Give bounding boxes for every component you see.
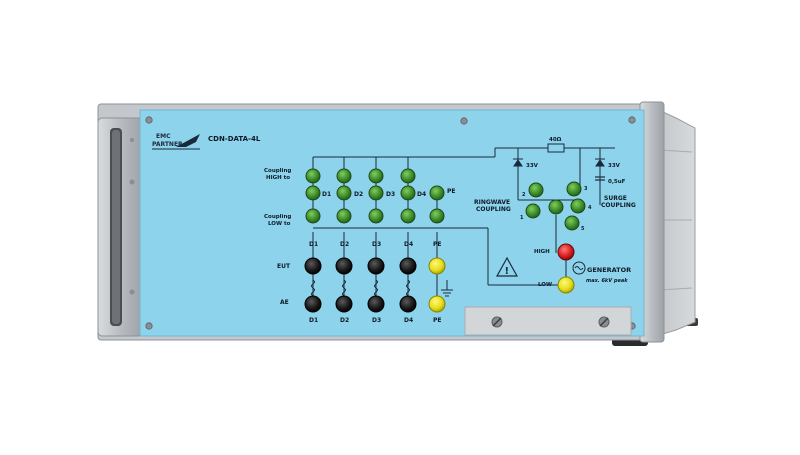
line-label-d1-top: D1 [309,241,318,248]
surge-label-1: SURGE [604,195,627,202]
knob-left[interactable] [491,316,503,328]
coupling-low-label-1: Coupling [264,214,291,220]
inductors [311,279,410,297]
tvs-diode-right [595,158,605,167]
tvs-right-label: 33V [608,163,621,169]
generator-low-label: LOW [538,282,552,288]
selector-number-4: 4 [588,205,592,211]
line-label-d3-bottom: D3 [372,317,381,324]
ae-jack-d3[interactable] [367,295,385,313]
line-label-d3-top: D3 [372,241,381,248]
jack-mid-pe[interactable] [429,185,445,201]
jack-mid-d4[interactable] [400,185,416,201]
jack-low-pe[interactable] [429,208,445,224]
eut-jacks [304,257,446,275]
line-label-pe-top: PE [433,241,442,248]
jack-mid-d1[interactable] [305,185,321,201]
jack-mid-d2[interactable] [336,185,352,201]
coupling-selector-jacks [525,181,586,231]
selector-jack-1[interactable] [525,203,541,219]
ae-jack-d4[interactable] [399,295,417,313]
eut-jack-d3[interactable] [367,257,385,275]
capacitor-label: 0,5uF [608,179,626,185]
generator-high-label: HIGH [534,249,550,255]
ringwave-label-1: RINGWAVE [474,199,510,206]
svg-text:!: ! [505,266,510,277]
generator-high-jack[interactable] [557,243,575,261]
model-name: CDN-DATA-4L [208,135,261,143]
eut-label: EUT [277,263,291,270]
warning-icon: ! [495,256,519,277]
ae-jack-pe[interactable] [428,295,446,313]
screw [628,116,636,124]
screw [145,322,153,330]
jack-low-d1[interactable] [305,208,321,224]
ringwave-label-2: COUPLING [476,206,511,213]
jack-high-d3[interactable] [368,168,384,184]
line-label-d4-top: D4 [404,241,413,248]
jack-low-d4[interactable] [400,208,416,224]
ae-jack-d2[interactable] [335,295,353,313]
coupling-high-label-2: HIGH to [266,175,290,181]
eut-jack-d1[interactable] [304,257,322,275]
generator-low-jack[interactable] [557,276,575,294]
selector-jack-2[interactable] [528,182,544,198]
line-label-pe-bottom: PE [433,317,442,324]
brand-line2: PARTNER [152,141,183,148]
jack-mid-d3[interactable] [368,185,384,201]
selector-number-3: 3 [584,186,588,192]
line-label-d1-bottom: D1 [309,317,318,324]
eut-jack-d2[interactable] [335,257,353,275]
selector-jack-center[interactable] [548,199,564,215]
jack-high-d4[interactable] [400,168,416,184]
screw [145,116,153,124]
resistor-symbol [547,143,565,153]
line-label-d4-mid: D4 [417,191,426,198]
line-label-d2-mid: D2 [354,191,363,198]
ground-icon [441,280,453,297]
selector-number-2: 2 [522,192,526,198]
line-label-d2-bottom: D2 [340,317,349,324]
coupling-low-jacks [305,208,445,224]
line-select-jacks [305,185,445,201]
line-label-d1-mid: D1 [322,191,331,198]
selector-number-5: 5 [581,226,585,232]
ac-source-icon [572,261,586,275]
generator-subtitle: max. 6kV peak [586,278,628,284]
line-label-d2-top: D2 [340,241,349,248]
coupling-high-jacks [305,168,416,184]
ae-jack-d1[interactable] [304,295,322,313]
jack-low-d2[interactable] [336,208,352,224]
resistor-label: 40Ω [549,137,562,143]
generator-title: GENERATOR [587,266,631,274]
selector-jack-4[interactable] [570,198,586,214]
selector-jack-5[interactable] [564,215,580,231]
ae-jacks [304,295,446,313]
jack-high-d2[interactable] [336,168,352,184]
line-label-d3-mid: D3 [386,191,395,198]
coupling-low-label-2: LOW to [268,221,291,227]
jack-low-d3[interactable] [368,208,384,224]
selector-jack-3[interactable] [566,181,582,197]
eut-jack-d4[interactable] [399,257,417,275]
jack-high-d1[interactable] [305,168,321,184]
ae-label: AE [280,299,289,306]
knob-right[interactable] [598,316,610,328]
tvs-diode-left [513,158,523,167]
brand-line1: EMC [156,133,171,140]
line-label-d4-bottom: D4 [404,317,413,324]
capacitor-symbol [595,176,605,181]
selector-number-1: 1 [520,215,524,221]
eut-jack-pe[interactable] [428,257,446,275]
coupling-high-label-1: Coupling [264,168,291,174]
tvs-left-label: 33V [526,163,539,169]
screw [460,117,468,125]
brand-logo: EMC PARTNER [152,133,200,150]
line-label-pe-mid: PE [447,188,456,195]
surge-label-2: COUPLING [601,202,636,209]
